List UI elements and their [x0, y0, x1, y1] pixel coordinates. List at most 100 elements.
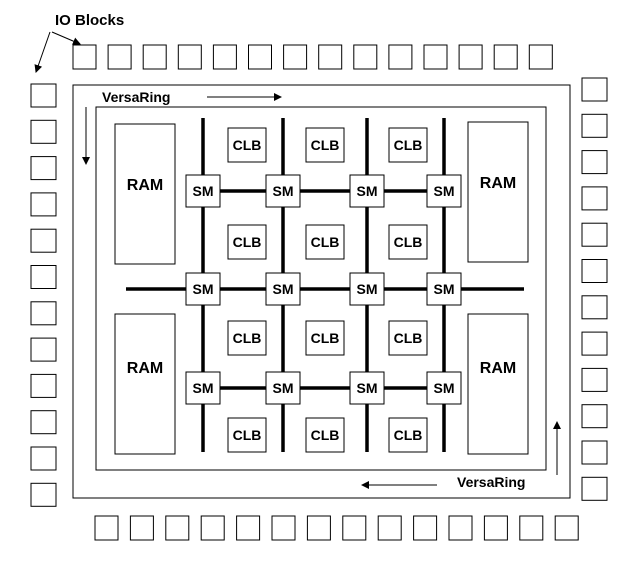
sm-label: SM — [193, 183, 214, 199]
clb-blocks: CLB CLB CLB CLB CLB CLB CLB CLB CLB CLB CLB CLB — [227, 127, 428, 453]
switch-matrix-block: SM — [185, 174, 221, 208]
clb-block: CLB — [305, 417, 345, 453]
io-block — [142, 44, 167, 70]
io-block — [581, 367, 608, 392]
io-block — [236, 515, 261, 541]
switch-matrix-block: SM — [426, 174, 462, 208]
clb-label: CLB — [394, 234, 423, 250]
ram-block-top-right: RAM — [467, 121, 529, 263]
clb-label: CLB — [311, 234, 340, 250]
ram-block-top-left: RAM — [114, 123, 176, 265]
io-block — [271, 515, 296, 541]
io-blocks-left — [30, 83, 57, 507]
switch-matrix-block: SM — [265, 174, 301, 208]
io-block — [581, 295, 608, 320]
io-block — [493, 44, 518, 70]
io-block — [581, 404, 608, 429]
ram-block-bottom-left: RAM — [114, 313, 176, 455]
ram-block-bottom-right: RAM — [467, 313, 529, 455]
clb-label: CLB — [394, 427, 423, 443]
io-block — [248, 44, 272, 70]
chip-outline — [72, 84, 571, 499]
io-block — [318, 44, 343, 70]
io-block — [30, 301, 57, 326]
io-block — [554, 515, 579, 541]
switch-matrix-blocks: SM SM SM SM SM SM SM SM SM SM SM SM — [185, 174, 462, 405]
io-block — [377, 515, 402, 541]
io-block — [581, 259, 608, 283]
io-block — [177, 44, 202, 70]
io-block — [30, 228, 57, 253]
io-block — [388, 44, 413, 70]
switch-matrix-block: SM — [426, 371, 462, 405]
io-block — [94, 515, 119, 541]
clb-block: CLB — [388, 320, 428, 356]
clb-block: CLB — [227, 224, 267, 260]
io-block — [519, 515, 544, 541]
io-block — [283, 44, 308, 70]
switch-matrix-block: SM — [349, 272, 385, 306]
sm-label: SM — [434, 183, 455, 199]
io-blocks-bottom — [94, 515, 579, 541]
switch-matrix-block: SM — [349, 174, 385, 208]
io-block — [30, 83, 57, 108]
sm-label: SM — [357, 281, 378, 297]
clb-label: CLB — [233, 137, 262, 153]
clb-block: CLB — [388, 417, 428, 453]
io-block — [353, 44, 378, 70]
clb-label: CLB — [394, 330, 423, 346]
ram-label: RAM — [127, 177, 163, 194]
io-blocks-arrow-left — [34, 31, 51, 73]
sm-label: SM — [434, 380, 455, 396]
clb-block: CLB — [305, 127, 345, 163]
clb-block: CLB — [305, 320, 345, 356]
io-block — [107, 44, 132, 70]
io-block — [30, 337, 57, 362]
switch-matrix-block: SM — [349, 371, 385, 405]
io-block — [448, 515, 473, 541]
io-block — [129, 515, 154, 541]
io-block — [581, 186, 608, 211]
clb-block: CLB — [305, 224, 345, 260]
switch-matrix-block: SM — [265, 272, 301, 306]
io-block — [30, 265, 57, 289]
io-block — [423, 44, 448, 70]
switch-matrix-block: SM — [265, 371, 301, 405]
io-block — [483, 515, 508, 541]
io-block — [200, 515, 225, 541]
io-block — [165, 515, 190, 541]
clb-label: CLB — [311, 330, 340, 346]
sm-label: SM — [357, 380, 378, 396]
clb-block: CLB — [388, 127, 428, 163]
clb-label: CLB — [233, 330, 262, 346]
io-blocks-arrow-right — [51, 31, 81, 45]
io-block — [581, 331, 608, 356]
clb-label: CLB — [311, 427, 340, 443]
io-block — [581, 222, 608, 247]
io-block — [342, 515, 367, 541]
io-block — [528, 44, 553, 70]
io-block — [30, 192, 57, 217]
io-block — [30, 446, 57, 471]
clb-block: CLB — [227, 417, 267, 453]
switch-matrix-block: SM — [185, 272, 221, 306]
io-blocks-label: IO Blocks — [55, 12, 124, 29]
io-block — [30, 119, 57, 144]
io-block — [581, 113, 608, 138]
io-block — [30, 482, 57, 507]
sm-label: SM — [273, 183, 294, 199]
io-blocks-right — [581, 77, 608, 501]
io-block — [581, 77, 608, 102]
io-block — [212, 44, 237, 70]
versaring-label-top: VersaRing — [102, 89, 170, 105]
io-block — [413, 515, 438, 541]
sm-label: SM — [357, 183, 378, 199]
ram-label: RAM — [480, 175, 516, 192]
clb-label: CLB — [233, 427, 262, 443]
io-block — [72, 44, 97, 70]
switch-matrix-block: SM — [185, 371, 221, 405]
clb-block: CLB — [388, 224, 428, 260]
ram-label: RAM — [127, 360, 163, 377]
switch-matrix-block: SM — [426, 272, 462, 306]
versaring-label-bottom: VersaRing — [457, 474, 525, 490]
